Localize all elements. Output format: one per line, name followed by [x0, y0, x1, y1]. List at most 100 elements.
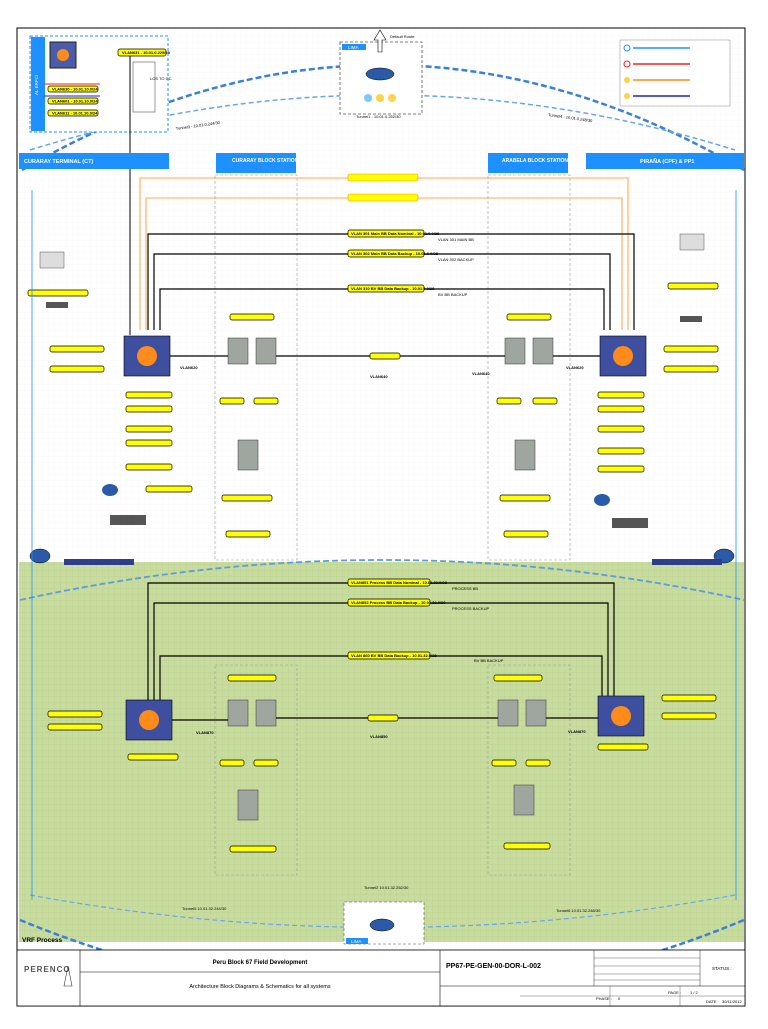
upper-link-label: VLAN 301 Main BB Data Nominal - 10.01.0.… — [347, 229, 474, 242]
core-switch-star — [139, 710, 159, 730]
node-icon — [364, 94, 372, 102]
section-title: ARABELA BLOCK STATION — [502, 158, 568, 164]
station-frame — [487, 664, 571, 876]
tunnel-arc-inner — [29, 94, 736, 151]
section-header — [488, 153, 568, 173]
firewall-icon — [64, 559, 134, 565]
pc-rack — [132, 61, 156, 113]
svg-text:VLAN601 - 10.01.10.0/24: VLAN601 - 10.01.10.0/24 — [52, 99, 98, 104]
title-block — [16, 949, 746, 1007]
tunnel5-label: Tunnel5 10.01.32.244/30 — [182, 906, 227, 911]
section-title: PIRAÑA (CPF) & PP1 — [640, 158, 695, 165]
section-header — [19, 153, 169, 169]
vlan-tag — [369, 352, 401, 360]
lower-station-left — [219, 674, 279, 853]
orange-vlan-tag — [347, 193, 419, 202]
pirana-vlan-stack — [594, 233, 719, 528]
tunnel-left-label: Tunnel3 - 10.01.0.244/30 — [175, 120, 221, 131]
svg-text:VLAN 302 Main BB Data Backup -: VLAN 302 Main BB Data Backup - 10.01.0.0… — [351, 251, 439, 256]
svg-text:PROCESS BB: PROCESS BB — [452, 586, 478, 591]
vrf-label: VRF Process — [22, 937, 62, 944]
status-label: STATUS : — [712, 966, 732, 971]
lima-router-icon — [365, 67, 395, 81]
logo-derrick-icon — [63, 965, 73, 987]
tunnel-arc-mid — [19, 559, 745, 601]
tunnel-top-label: Tunnel1 - 10.01.0.252/30 — [356, 114, 401, 119]
station-frame — [487, 174, 571, 561]
lower-link-label: VLAN 860 BV BB Data Backup - 10.01.32.0/… — [347, 651, 504, 663]
lower-side-vlans — [47, 694, 717, 761]
lower-link-label: VLAN852 Process BB Data Backup - 10.01.3… — [347, 598, 489, 611]
process-zone-grid — [19, 562, 744, 942]
remote-site-side — [31, 37, 45, 131]
default-route-label: Default Route — [390, 34, 415, 39]
section-title: CURARAY BLOCK STATION — [232, 158, 299, 164]
phase-value: 0 — [618, 996, 621, 1001]
vlan-text: VLAN640 — [472, 371, 490, 376]
svg-text:VLAN 302 BACKUP: VLAN 302 BACKUP — [438, 257, 474, 262]
router-core — [57, 49, 69, 61]
lima-label: LIMA — [351, 939, 362, 944]
lima-badge — [342, 44, 366, 50]
vlan-text: VLAN640 — [370, 374, 388, 379]
lower-station-right — [491, 674, 551, 850]
station-switches-right — [496, 313, 558, 538]
tunnel2-label: Tunnel2 10.01.32.252/30 — [364, 885, 409, 890]
vlan-text: VLAN631 - 10.01.0.225/29 — [122, 50, 171, 55]
upper-link-label: VLAN 310 BV BB Data Backup - 10.01.0.0/2… — [347, 284, 468, 297]
border-router-icon — [29, 548, 51, 564]
core-switch-star — [137, 346, 157, 366]
svg-text:PROCESS BACKUP: PROCESS BACKUP — [452, 606, 489, 611]
orange-vlan-tag — [347, 173, 419, 182]
page-label: PAGE : — [668, 990, 681, 995]
date-value: 30/11/2012 — [722, 999, 742, 1004]
vlan-text: VLAN870 — [568, 729, 586, 734]
firewall-icon — [652, 559, 722, 565]
core-switch-star — [613, 346, 633, 366]
vlan-text: VLAN620 — [566, 365, 584, 370]
lima-badge — [346, 938, 368, 944]
svg-text:VLAN852 Process BB Data Backup: VLAN852 Process BB Data Backup - 10.01.3… — [351, 600, 446, 605]
node-icon — [376, 94, 384, 102]
legend — [619, 39, 731, 107]
svg-text:VLAN 860 BV BB Data Backup - 1: VLAN 860 BV BB Data Backup - 10.01.32.0/… — [351, 653, 437, 658]
svg-text:BV BB BACKUP: BV BB BACKUP — [474, 658, 504, 663]
vlan-tag — [367, 714, 399, 722]
date-label: DATE : — [706, 999, 719, 1004]
svg-text:VLAN 310 BV BB Data Backup - 1: VLAN 310 BV BB Data Backup - 10.01.0.0/2… — [351, 286, 435, 291]
vlan-text: VLAN850 — [370, 734, 388, 739]
station-frame — [214, 664, 298, 876]
core-switch-star — [611, 706, 631, 726]
ct-vlan-stack — [27, 251, 193, 525]
phase-label: PHASE : — [596, 996, 612, 1001]
section-title: CURARAY TERMINAL (CT) — [24, 159, 93, 165]
tunnel-right-label: Tunnel4 - 10.01.0.248/30 — [548, 112, 594, 123]
default-route-arrow-icon — [373, 29, 387, 53]
svg-text:BV BB BACKUP: BV BB BACKUP — [438, 292, 468, 297]
remote-site-side-label: AL ERFCI — [34, 75, 39, 95]
svg-text:VLAN611 - 10.01.10.0/24: VLAN611 - 10.01.10.0/24 — [52, 111, 98, 116]
station-switches-left — [219, 313, 279, 538]
upper-link-label: VLAN 302 Main BB Data Backup - 10.01.0.0… — [347, 249, 474, 262]
document-subtitle: Architecture Block Diagrams & Schematics… — [189, 984, 330, 990]
section-header — [216, 153, 296, 173]
svg-text:VLAN 301 Main BB Data Nominal: VLAN 301 Main BB Data Nominal - 10.01.0.… — [351, 231, 440, 236]
remote-note: LOS TO GC — [150, 76, 172, 81]
vlan-label — [117, 48, 167, 57]
lima-router-icon — [369, 918, 395, 932]
project-title: Peru Block 67 Field Development — [213, 960, 308, 966]
node-icon — [388, 94, 396, 102]
svg-text:VLAN 301 MAIN BB: VLAN 301 MAIN BB — [438, 237, 474, 242]
lower-link-label: VLAN851 Process BB Data Nominal - 10.01.… — [347, 578, 478, 591]
station-frame — [214, 174, 298, 561]
svg-text:VLAN851 Process BB Data Nomina: VLAN851 Process BB Data Nominal - 10.01.… — [351, 580, 448, 585]
lima-label: LIMA — [348, 45, 359, 50]
document-number: PP67-PE-GEN-00-DOR-L-002 — [446, 963, 541, 970]
vlan-text: VLAN870 — [196, 730, 214, 735]
company-logo: PERENCO — [24, 965, 71, 974]
section-header — [586, 153, 744, 169]
svg-text:VLAN630 - 10.01.10.0/24: VLAN630 - 10.01.10.0/24 — [52, 87, 98, 92]
tunnel6-label: Tunnel6 10.01.32.248/30 — [556, 908, 601, 913]
